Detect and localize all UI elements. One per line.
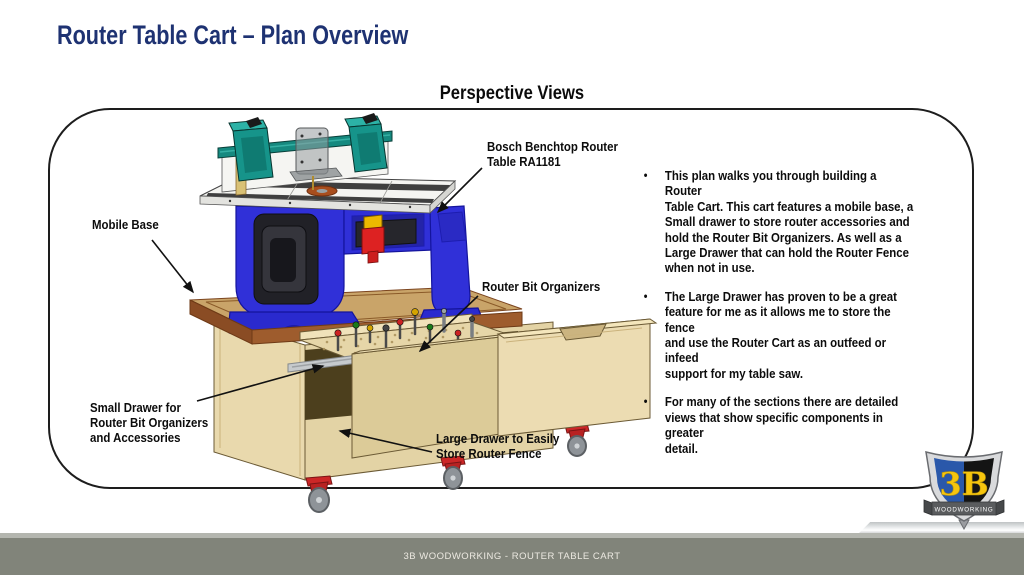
bit-guard	[289, 127, 343, 190]
logo-monogram: 3B	[939, 465, 988, 503]
logo-banner-text: WOODWORKING	[935, 507, 994, 514]
fence-right-clamp	[344, 113, 388, 173]
overview-bullet-list: This plan walks you through building a R…	[642, 168, 915, 469]
logo-banner: WOODWORKING	[923, 499, 1005, 516]
bullet-item: This plan walks you through building a R…	[642, 168, 915, 276]
footer-text: 3B WOODWORKING - ROUTER TABLE CART	[403, 551, 621, 562]
label-mobile-base: Mobile Base	[92, 217, 159, 232]
power-switch	[361, 214, 385, 264]
subtitle-wrap: Perspective Views	[48, 82, 975, 105]
callout-arrows	[151, 167, 483, 453]
label-small-drawer: Small Drawer for Router Bit Organizers a…	[90, 400, 209, 445]
bullet-item: For many of the sections there are detai…	[642, 394, 915, 456]
arrow-small-drawer	[196, 364, 325, 402]
arrow-mobile-base	[151, 239, 194, 294]
3b-woodworking-logo: 3B WOODWORKING	[923, 450, 1005, 530]
arrow-large-drawer	[338, 428, 433, 453]
slide-title: Router Table Cart – Plan Overview	[57, 20, 409, 50]
fence-left-clamp	[228, 117, 274, 182]
label-large-drawer: Large Drawer to Easily Store Router Fenc…	[436, 431, 560, 461]
router-bits	[334, 308, 475, 352]
bullet-item: The Large Drawer has proven to be a grea…	[642, 289, 915, 381]
footer-divider-strip	[0, 533, 1024, 538]
label-router-bit-organizers: Router Bit Organizers	[482, 279, 601, 294]
footer-band: 3B WOODWORKING - ROUTER TABLE CART	[0, 538, 1024, 575]
label-bosch-router-table: Bosch Benchtop Router Table RA1181	[487, 139, 618, 169]
arrow-bosch	[436, 167, 483, 214]
arrow-router-bits	[418, 295, 479, 353]
router-fence	[217, 113, 393, 196]
section-subtitle: Perspective Views	[439, 82, 584, 104]
